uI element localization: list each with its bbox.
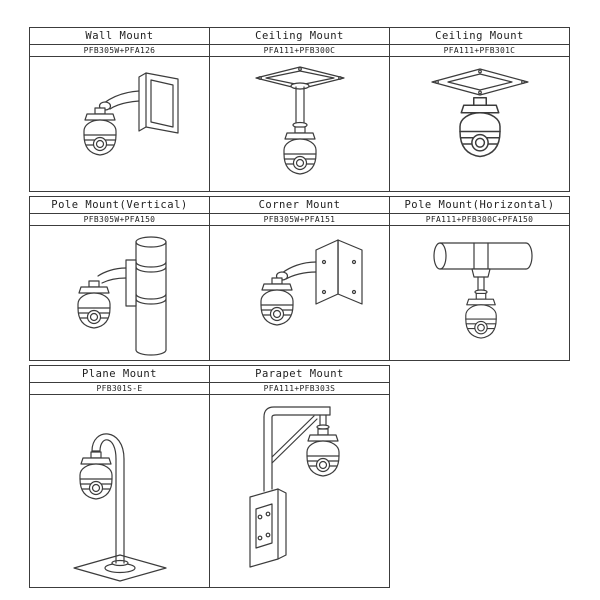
mount-title: Wall Mount — [29, 27, 210, 45]
mount-cell-pole-vertical: Pole Mount(Vertical) PFB305W+PFA150 — [29, 196, 210, 361]
mount-title: Parapet Mount — [209, 365, 390, 383]
mount-title: Corner Mount — [209, 196, 390, 214]
mount-title: Ceiling Mount — [389, 27, 570, 45]
mount-grid: Wall Mount PFB305W+PFA126 Ceiling Mount … — [29, 27, 574, 592]
mount-cell-ceiling: Ceiling Mount PFA111+PFB301C — [389, 27, 570, 192]
pole-mount-horizontal-camera-icon — [432, 242, 533, 339]
mount-figure — [29, 56, 210, 192]
mount-cell-plane: Plane Mount PFB301S-E — [29, 365, 210, 588]
mount-cell-corner: Corner Mount PFB305W+PFA151 — [209, 196, 390, 361]
mount-title: Pole Mount(Horizontal) — [389, 196, 570, 214]
mount-title: Plane Mount — [29, 365, 210, 383]
mount-figure — [209, 394, 390, 588]
mount-cell-wall: Wall Mount PFB305W+PFA126 — [29, 27, 210, 192]
corner-mount-camera-icon — [259, 239, 363, 326]
ceiling-pole-mount-camera-icon — [254, 66, 345, 175]
ceiling-mount-camera-icon — [430, 68, 529, 158]
mount-title: Pole Mount(Vertical) — [29, 196, 210, 214]
mount-title: Ceiling Mount — [209, 27, 390, 45]
mount-figure — [389, 225, 570, 361]
mount-cell-ceiling-pole: Ceiling Mount PFA111+PFB300C — [209, 27, 390, 192]
mount-figure — [209, 56, 390, 192]
pole-mount-vertical-camera-icon — [76, 236, 167, 356]
mount-figure — [29, 225, 210, 361]
mount-figure — [389, 56, 570, 192]
mount-cell-pole-horizontal: Pole Mount(Horizontal) PFA111+PFB300C+PF… — [389, 196, 570, 361]
mount-figure — [29, 394, 210, 588]
plane-mount-camera-icon — [72, 433, 167, 582]
wall-mount-camera-icon — [82, 72, 179, 156]
mount-cell-parapet: Parapet Mount PFA111+PFB303S — [209, 365, 390, 588]
mount-figure — [209, 225, 390, 361]
parapet-mount-camera-icon — [248, 406, 340, 568]
